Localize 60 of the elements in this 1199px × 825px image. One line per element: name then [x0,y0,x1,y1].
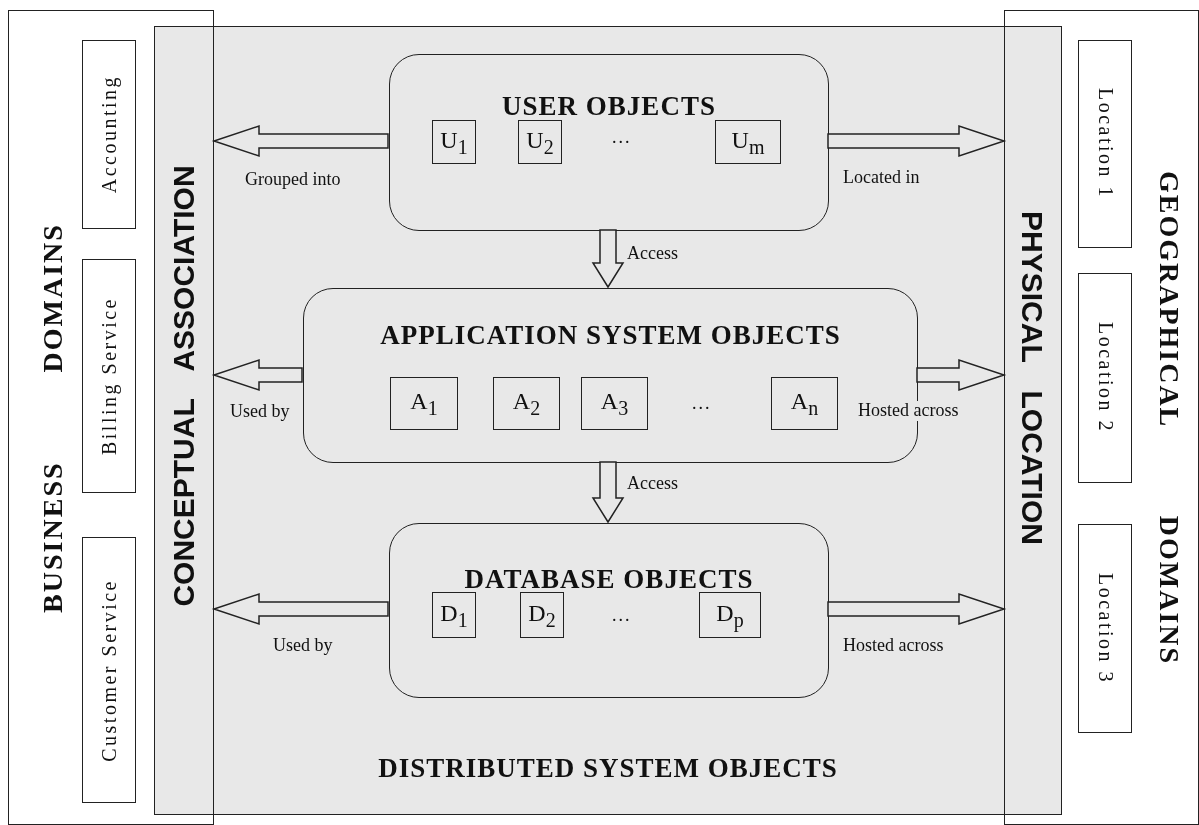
object-group-box [389,54,829,231]
domain-item-box [1078,273,1132,483]
item-label: Accounting [97,75,121,194]
object-box [699,592,761,638]
block-arrow [211,358,303,392]
object-label: A$_{1}$ [410,389,438,418]
domain-item-box [82,40,136,229]
edge-label: Used by [230,402,290,422]
band-title: CONCEPTUAL ASSOCIATION [169,165,199,607]
object-box [581,377,648,430]
panel-title: GEOGRAPHICAL DOMAINS [1153,170,1185,665]
object-label: D$_{p}$ [716,600,744,630]
item-label: Location 3 [1093,572,1117,685]
block-arrow [591,229,625,289]
block-arrow [211,124,389,158]
edge-label: Used by [273,636,333,656]
block-arrow [827,124,1007,158]
object-label: U$_{m}$ [731,127,765,157]
block-arrow [591,461,625,524]
object-box [390,377,458,430]
panel-title: BUSINESS DOMAINS [37,222,69,613]
object-box [493,377,560,430]
domain-item-box [82,259,136,493]
item-label: Location 2 [1093,322,1117,434]
object-label: D$_{2}$ [528,600,556,630]
ellipsis: ... [612,128,632,146]
object-label: D$_{1}$ [440,600,468,630]
item-label: Location 1 [1093,88,1117,200]
ellipsis: ... [612,606,632,624]
object-label: A$_{2}$ [512,389,541,418]
group-title: DATABASE OBJECTS [464,564,754,595]
ellipsis: ... [692,394,712,412]
domain-item-box [1078,40,1132,248]
object-box [715,120,781,164]
block-arrow [827,592,1007,626]
domain-item-box [82,537,136,803]
object-box [432,592,476,638]
object-label: U$_{2}$ [526,127,554,157]
panel-title: DISTRIBUTED SYSTEM OBJECTS [378,753,838,784]
band-title: PHYSICAL LOCATION [1017,211,1047,545]
system-panel [154,26,1062,815]
object-label: U$_{1}$ [440,127,468,157]
item-label: Billing Service [97,296,121,455]
edge-label: Grouped into [245,170,341,190]
block-arrow [211,592,389,626]
object-box [518,120,562,164]
domain-item-box [1078,524,1132,733]
domain-panel [1004,10,1199,825]
domain-panel [8,10,214,825]
item-label: Customer Service [97,578,121,762]
object-label: A$_{n}$ [790,389,819,418]
object-label: A$_{3}$ [600,389,629,418]
object-box [520,592,564,638]
object-box [432,120,476,164]
object-group-box [389,523,829,698]
group-title: USER OBJECTS [502,91,716,122]
block-arrow [916,358,1007,392]
object-box [771,377,838,430]
group-title: APPLICATION SYSTEM OBJECTS [380,320,841,351]
edge-label: Hosted across [858,401,959,421]
